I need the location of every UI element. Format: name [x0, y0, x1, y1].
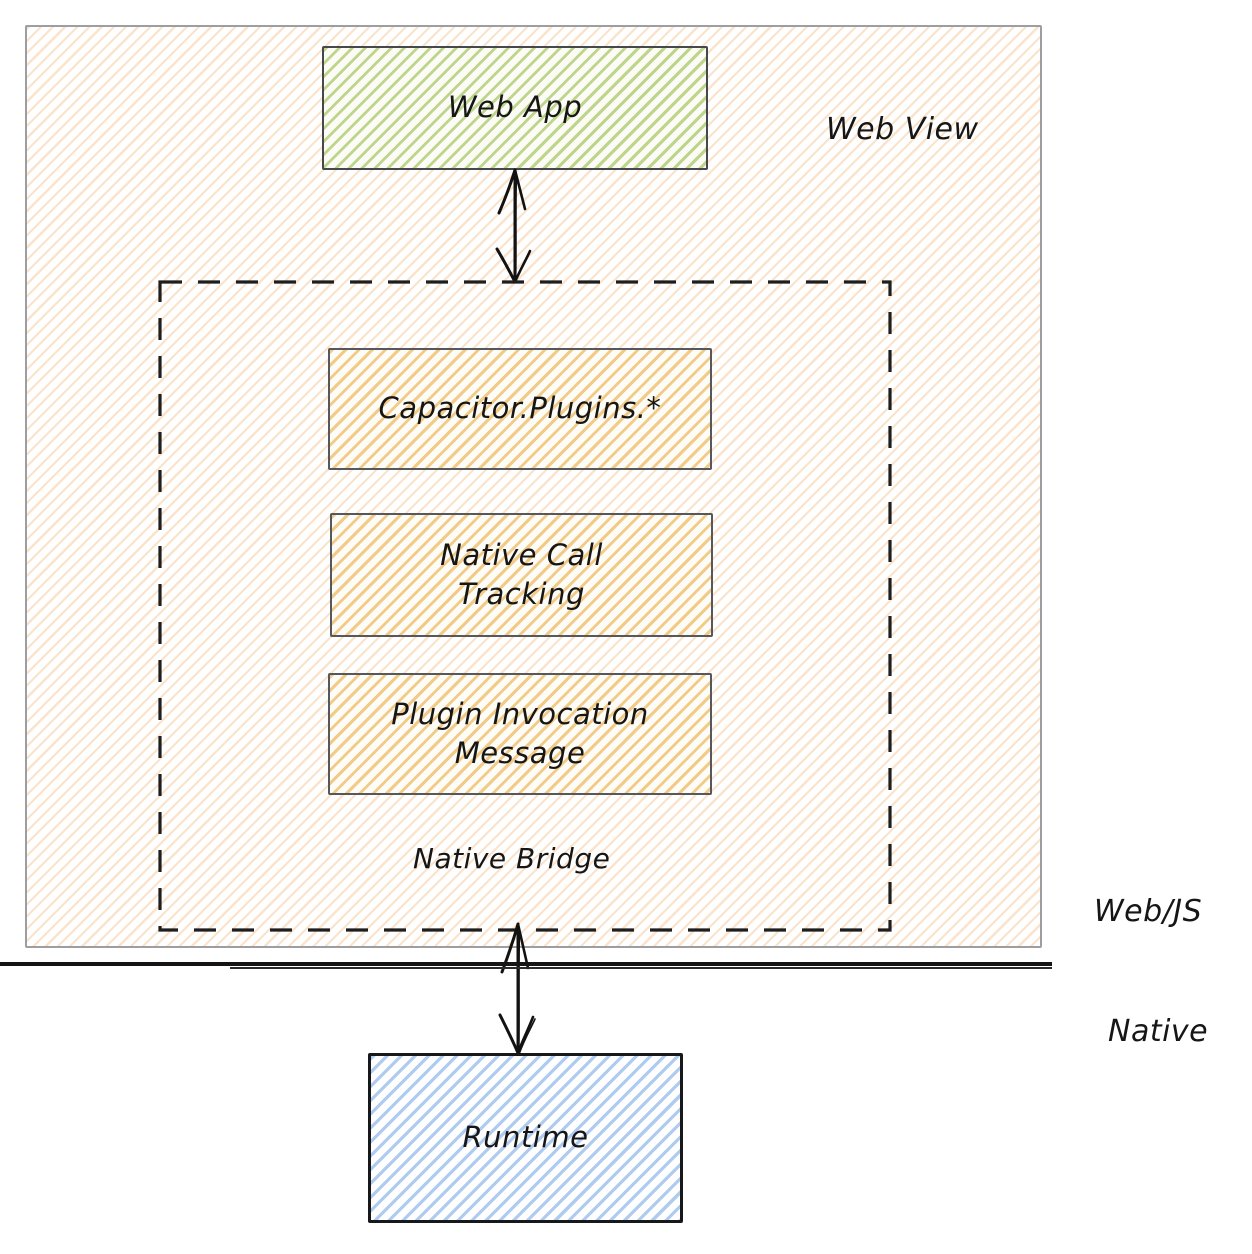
- plugin-invocation-message-node-label: Plugin Invocation Message: [391, 696, 649, 770]
- native-bridge-label: Native Bridge: [413, 842, 611, 875]
- web-view-label: Web View: [826, 112, 979, 147]
- web-app-node-label: Web App: [447, 90, 583, 125]
- web-js-zone-label: Web/JS: [1094, 894, 1203, 929]
- web-app-node: Web App: [322, 46, 708, 170]
- runtime-node: Runtime: [368, 1053, 683, 1223]
- double-arrow-icon: [498, 922, 536, 1055]
- web-view-container-box: [25, 25, 1042, 948]
- dashed-rect-icon: [158, 280, 892, 932]
- platform-divider-line: [0, 962, 1052, 966]
- capacitor-plugins-node-label: Capacitor.Plugins.*: [378, 391, 662, 426]
- bridge-runtime-arrow: [488, 920, 548, 1060]
- native-call-tracking-node: Native Call Tracking: [330, 513, 713, 637]
- runtime-node-label: Runtime: [462, 1120, 589, 1155]
- native-bridge-boundary: [157, 279, 893, 933]
- capacitor-plugins-node: Capacitor.Plugins.*: [328, 348, 712, 470]
- double-arrow-icon: [495, 168, 532, 284]
- native-zone-label: Native: [1108, 1014, 1209, 1049]
- plugin-invocation-message-node: Plugin Invocation Message: [328, 673, 712, 795]
- native-call-tracking-node-label: Native Call Tracking: [440, 537, 603, 611]
- platform-divider-line-echo: [230, 967, 1052, 969]
- web-app-bridge-arrow: [485, 166, 545, 290]
